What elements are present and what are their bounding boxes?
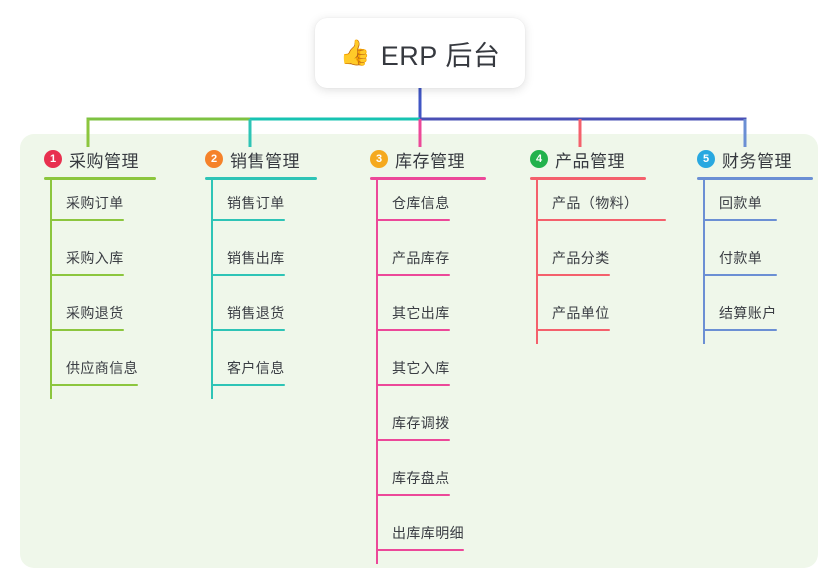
branch-header-4[interactable]: 4 产品管理 — [530, 146, 625, 172]
branch-item-rule — [376, 274, 450, 276]
branch-header-3[interactable]: 3 库存管理 — [370, 146, 465, 172]
branch-title: 产品管理 — [555, 151, 625, 171]
branch-number-badge: 2 — [205, 150, 223, 168]
branch-item-label: 其它出库 — [392, 305, 450, 321]
branch-header-5[interactable]: 5 财务管理 — [697, 146, 792, 172]
branch-item-label: 产品单位 — [552, 305, 610, 321]
branch-spine — [211, 179, 213, 399]
branch-column-4: 4 产品管理产品（物料） 产品分类产品单位 — [530, 146, 666, 344]
branch-item-label: 仓库信息 — [392, 195, 450, 211]
branch-item-label: 销售订单 — [227, 195, 285, 211]
branch-column-1: 1 采购管理采购订单采购入库采购退货供应商信息 — [44, 146, 156, 399]
thumbs-up-icon: 👍 — [339, 38, 371, 67]
branch-item-rule — [376, 384, 450, 386]
branch-number-badge: 1 — [44, 150, 62, 168]
branch-header-rule — [44, 177, 156, 180]
branch-item-label: 产品（物料） — [552, 195, 639, 211]
branch-title: 库存管理 — [395, 151, 465, 171]
branch-item-label: 采购退货 — [66, 305, 124, 321]
branch-column-2: 2 销售管理销售订单销售出库销售退货客户信息 — [205, 146, 317, 399]
root-node-card[interactable]: 👍 ERP 后台 — [315, 18, 525, 88]
branch-item-rule — [50, 329, 124, 331]
branch-item-rule — [211, 274, 285, 276]
branch-item-label: 供应商信息 — [66, 360, 138, 376]
branch-number-badge: 5 — [697, 150, 715, 168]
branch-item-rule — [536, 329, 610, 331]
branch-item-label: 客户信息 — [227, 360, 285, 376]
branch-item-label: 产品分类 — [552, 250, 610, 266]
branch-item-label: 采购入库 — [66, 250, 124, 266]
branch-title: 财务管理 — [722, 151, 792, 171]
branch-spine — [703, 179, 705, 344]
branch-header-2[interactable]: 2 销售管理 — [205, 146, 300, 172]
branch-header-rule — [697, 177, 813, 180]
branch-item-rule — [376, 439, 450, 441]
branch-item-rule — [703, 329, 777, 331]
branch-header-rule — [205, 177, 317, 180]
branch-column-5: 5 财务管理回款单付款单结算账户 — [697, 146, 813, 344]
branch-item-rule — [50, 274, 124, 276]
branch-item-label: 其它入库 — [392, 360, 450, 376]
branch-item-rule — [703, 274, 777, 276]
branch-item-rule — [376, 494, 450, 496]
branch-spine — [376, 179, 378, 564]
branch-item-label: 库存盘点 — [392, 470, 450, 486]
branch-spine — [536, 179, 538, 344]
branch-header-rule — [370, 177, 486, 180]
branch-item-label: 付款单 — [719, 250, 763, 266]
branch-item-rule — [376, 219, 450, 221]
branch-item-rule — [536, 219, 666, 221]
branch-spine — [50, 179, 52, 399]
branch-item-label: 销售退货 — [227, 305, 285, 321]
branch-column-3: 3 库存管理仓库信息产品库存其它出库其它入库库存调拨库存盘点出库库明细 — [370, 146, 486, 564]
branch-item-rule — [211, 329, 285, 331]
branch-item-label: 回款单 — [719, 195, 763, 211]
branch-header-1[interactable]: 1 采购管理 — [44, 146, 139, 172]
branch-number-badge: 4 — [530, 150, 548, 168]
branch-header-rule — [530, 177, 646, 180]
branch-item-rule — [50, 384, 138, 386]
root-node-inner: 👍 ERP 后台 — [340, 34, 501, 73]
branch-item-label: 库存调拨 — [392, 415, 450, 431]
branch-item-rule — [376, 329, 450, 331]
branch-item-rule — [536, 274, 610, 276]
branch-item-label: 出库库明细 — [392, 525, 464, 541]
branch-item-rule — [703, 219, 777, 221]
branch-item-label: 采购订单 — [66, 195, 124, 211]
branch-item-label: 结算账户 — [719, 305, 777, 321]
branch-item-rule — [50, 219, 124, 221]
branch-title: 销售管理 — [230, 151, 300, 171]
branch-item-rule — [211, 219, 285, 221]
branch-title: 采购管理 — [69, 151, 139, 171]
branch-item-label: 产品库存 — [392, 250, 450, 266]
branch-number-badge: 3 — [370, 150, 388, 168]
branch-item-label: 销售出库 — [227, 250, 285, 266]
branch-item-rule — [376, 549, 464, 551]
root-node-title: ERP 后台 — [380, 40, 501, 71]
branch-item-rule — [211, 384, 285, 386]
